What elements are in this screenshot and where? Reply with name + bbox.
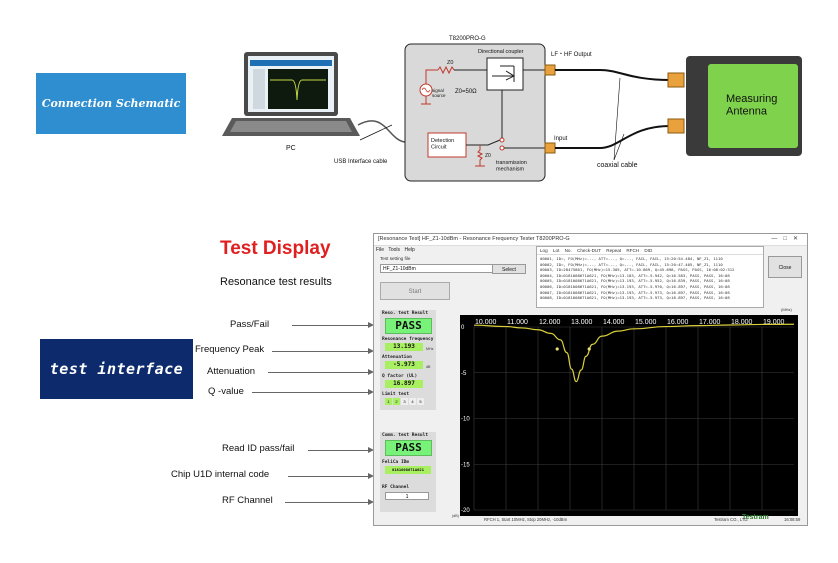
test-display-title: Test Display	[220, 238, 331, 259]
y-tick-label: -10	[461, 417, 470, 423]
freq-unit: MHz	[426, 347, 434, 351]
select-button[interactable]: Select	[492, 264, 526, 274]
annotation-pass-fail: Pass/Fail	[230, 319, 270, 330]
q-value: 16.897	[385, 380, 423, 388]
log-line: 00005, ID=0181008671A621, FO(MHz)=13.193…	[540, 278, 730, 284]
brand-logo: Testram	[742, 514, 769, 521]
annotation-frequency-peak: Frequency Peak	[195, 344, 265, 355]
limit-cells: 1 2 3 4 5	[385, 398, 424, 405]
pc-label: PC	[286, 145, 296, 152]
log-tabs[interactable]: Log Lot No. Check-DUT Repeat RFCH DID	[537, 247, 763, 255]
resonance-results-subtitle: Resonance test results	[220, 276, 332, 288]
reso-title: Reso. test Result	[382, 311, 429, 316]
z0-label: Z0	[447, 60, 453, 66]
freq-value: 13.193	[385, 343, 423, 351]
q-marker-point	[587, 347, 591, 351]
annotation-read-id: Read ID pass/fail	[222, 443, 295, 454]
lf-hf-output-label: LF・HF Output	[551, 52, 592, 58]
resonance-trace	[473, 323, 795, 383]
zr-label: Z0	[485, 153, 491, 159]
y-tick-label: -15	[461, 462, 470, 468]
rf-title: RF Channel	[382, 485, 410, 490]
annotation-attenuation: Attenuation	[207, 366, 256, 377]
log-line: 00002, ID=, FO(MHz)=---, ATT=---, Q=---,…	[540, 261, 723, 267]
window-controls[interactable]: —□✕	[771, 236, 804, 242]
resonance-result-panel: Reso. test Result PASS Resonance frequen…	[380, 310, 436, 410]
y-tick-label: 0	[461, 325, 465, 331]
z0-equation: Z0=50Ω	[455, 89, 477, 95]
start-button[interactable]: Start	[380, 282, 450, 300]
log-line: 00004, ID=0181008671A621, FO(MHz)=13.183…	[540, 272, 730, 278]
menu-tools[interactable]: Tools	[388, 247, 401, 253]
x-tick-label: 17.000	[699, 319, 721, 326]
comm-result-panel: Comm. test Result PASS FeliCa IDm 018100…	[380, 432, 436, 512]
test-interface-label: test interface	[40, 339, 193, 399]
x-tick-label: 10.000	[475, 319, 497, 326]
log-lines: 00001, ID=, FO(MHz)=---, ATT=---, Q=---,…	[537, 255, 763, 302]
resonance-chart: 10.000 11.000 12.000 13.000 14.000 15.000 16.0…	[460, 315, 798, 516]
log-line: 00006, ID=0181008671A621, FO(MHz)=13.193…	[540, 283, 730, 289]
device-title: T8200PRO-G	[449, 36, 486, 42]
x-tick-label: 13.000	[571, 319, 593, 326]
x-tick-label: 16.000	[667, 319, 689, 326]
att-title: Attenuation	[382, 355, 412, 360]
menu-help[interactable]: Help	[404, 247, 415, 253]
tester-software-window: [Resonance Test] HF_Z1-10dBm - Resonance…	[373, 233, 808, 526]
x-unit-label: (MHz)	[781, 307, 792, 312]
log-line: 00007, ID=0181008671A621, FO(MHz)=13.193…	[540, 289, 730, 295]
y-tick-label: -5	[461, 371, 467, 377]
comm-title: Comm. test Result	[382, 433, 429, 438]
x-tick-label: 12.000	[539, 319, 561, 326]
x-tick-label: 19.000	[763, 319, 785, 326]
y-unit-label: (dB)	[452, 514, 459, 518]
pc-laptop-icon	[222, 52, 360, 136]
log-line: 00001, ID=, FO(MHz)=---, ATT=---, Q=---,…	[540, 256, 723, 261]
close-button[interactable]: Close	[768, 256, 802, 278]
comm-pass-badge: PASS	[385, 440, 432, 456]
usb-cable-label: USB Interface cable	[334, 159, 388, 165]
q-title: Q factor (UL)	[382, 374, 418, 379]
rf-channel-value: 1	[385, 492, 429, 500]
log-panel: Log Lot No. Check-DUT Repeat RFCH DID 00…	[536, 246, 764, 308]
felica-title: FeliCa IDm	[382, 460, 410, 465]
x-tick-label: 15.000	[635, 319, 657, 326]
connection-schematic-label: Connection Schematic	[36, 73, 186, 134]
att-value: -5.973	[385, 361, 423, 369]
window-titlebar: [Resonance Test] HF_Z1-10dBm - Resonance…	[374, 234, 807, 246]
y-tick-label: -20	[461, 508, 470, 514]
x-tick-label: 11.000	[507, 319, 528, 326]
time-text: 16:08:59	[784, 517, 801, 522]
annotation-q-value: Q -value	[208, 386, 244, 397]
limit-title: Limit test	[382, 392, 410, 397]
x-tick-label: 18.000	[731, 319, 753, 326]
annotation-chip-code: Chip U1D internal code	[171, 469, 270, 480]
reso-pass-badge: PASS	[385, 318, 432, 334]
menu-file[interactable]: File	[376, 247, 385, 253]
log-line: 00003, ID=28475861, FO(MHz)=15.305, ATT=…	[540, 267, 735, 273]
x-tick-label: 14.000	[603, 319, 625, 326]
connection-schematic-diagram: PC USB Interface cable T8200PRO-G Direct…	[222, 36, 802, 182]
att-unit: dB	[426, 365, 431, 369]
coaxial-cable-label: coaxial cable	[597, 162, 638, 169]
directional-coupler-label: Directional coupler	[478, 49, 524, 55]
freq-title: Resonance frequency	[382, 337, 434, 342]
q-marker-point	[555, 347, 559, 351]
input-label: Input	[554, 136, 568, 142]
annotation-rf-channel: RF Channel	[222, 495, 273, 506]
log-line: 00008, ID=0181008671A621, FO(MHz)=13.193…	[540, 295, 730, 301]
menu-bar: File Tools Help	[376, 247, 415, 253]
felica-value: 0181008671A621	[385, 466, 431, 474]
company-text: Testram CO., LTD.	[714, 517, 749, 522]
status-text: RFCH 1, Start 10MHz, Stop 20MHz, -10dBm	[484, 517, 568, 522]
setting-file-label: Test setting file	[380, 256, 411, 261]
